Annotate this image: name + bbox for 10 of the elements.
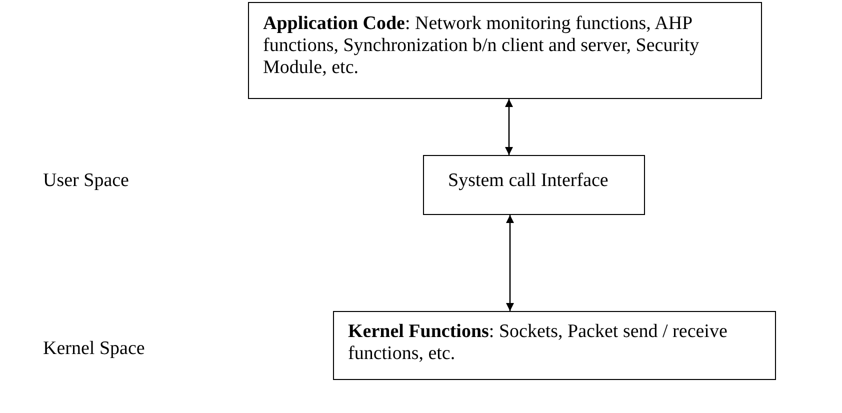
process-box (333, 311, 776, 380)
process-box (423, 155, 645, 215)
double-arrow (506, 215, 514, 311)
box-text: Kernel Functions: Sockets, Packet send / receive functions, etc. (348, 321, 728, 365)
box-text: System call Interface (448, 170, 610, 192)
box-text: Application Code: Network monitoring functions, AHP functions, Synchronization b/n client and server, Security Module, etc. (263, 13, 700, 79)
layer-label: User Space (43, 170, 129, 192)
layer-label: Kernel Space (43, 338, 145, 360)
process-box (248, 2, 762, 99)
double-arrow (505, 99, 513, 155)
